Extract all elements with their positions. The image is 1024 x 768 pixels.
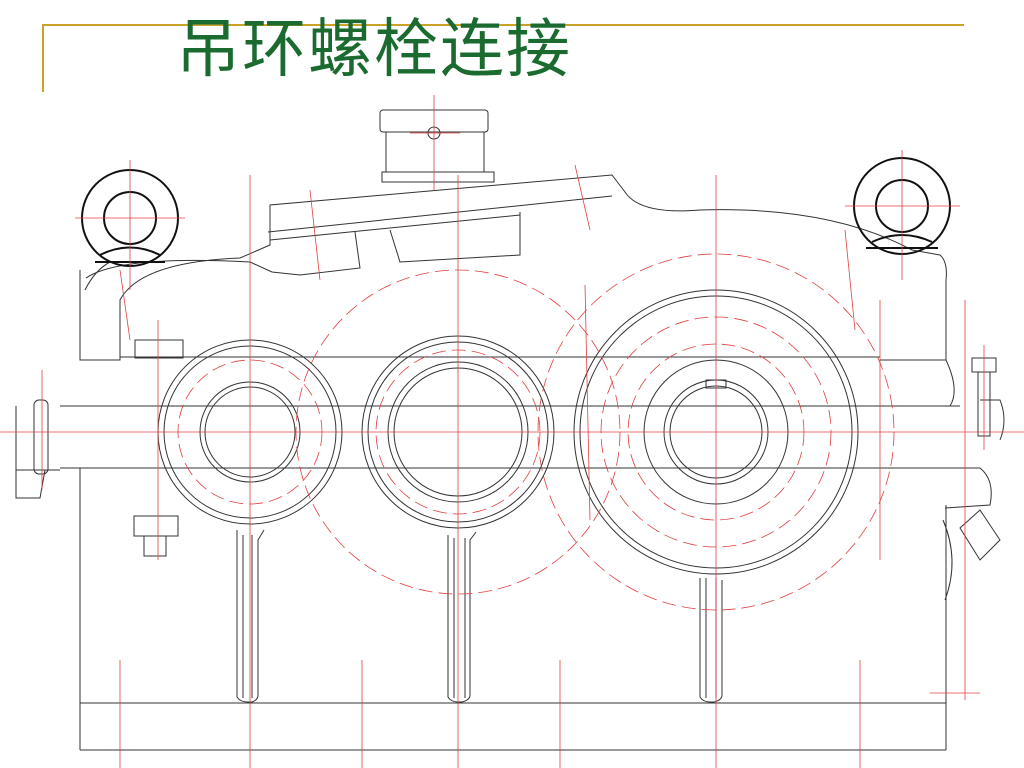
vent-plug [379, 109, 495, 183]
frame-left-rule [42, 24, 44, 92]
frame-top-rule [42, 24, 964, 26]
slide-title: 吊环螺栓连接 [176, 13, 572, 87]
center-lines [0, 95, 1024, 768]
